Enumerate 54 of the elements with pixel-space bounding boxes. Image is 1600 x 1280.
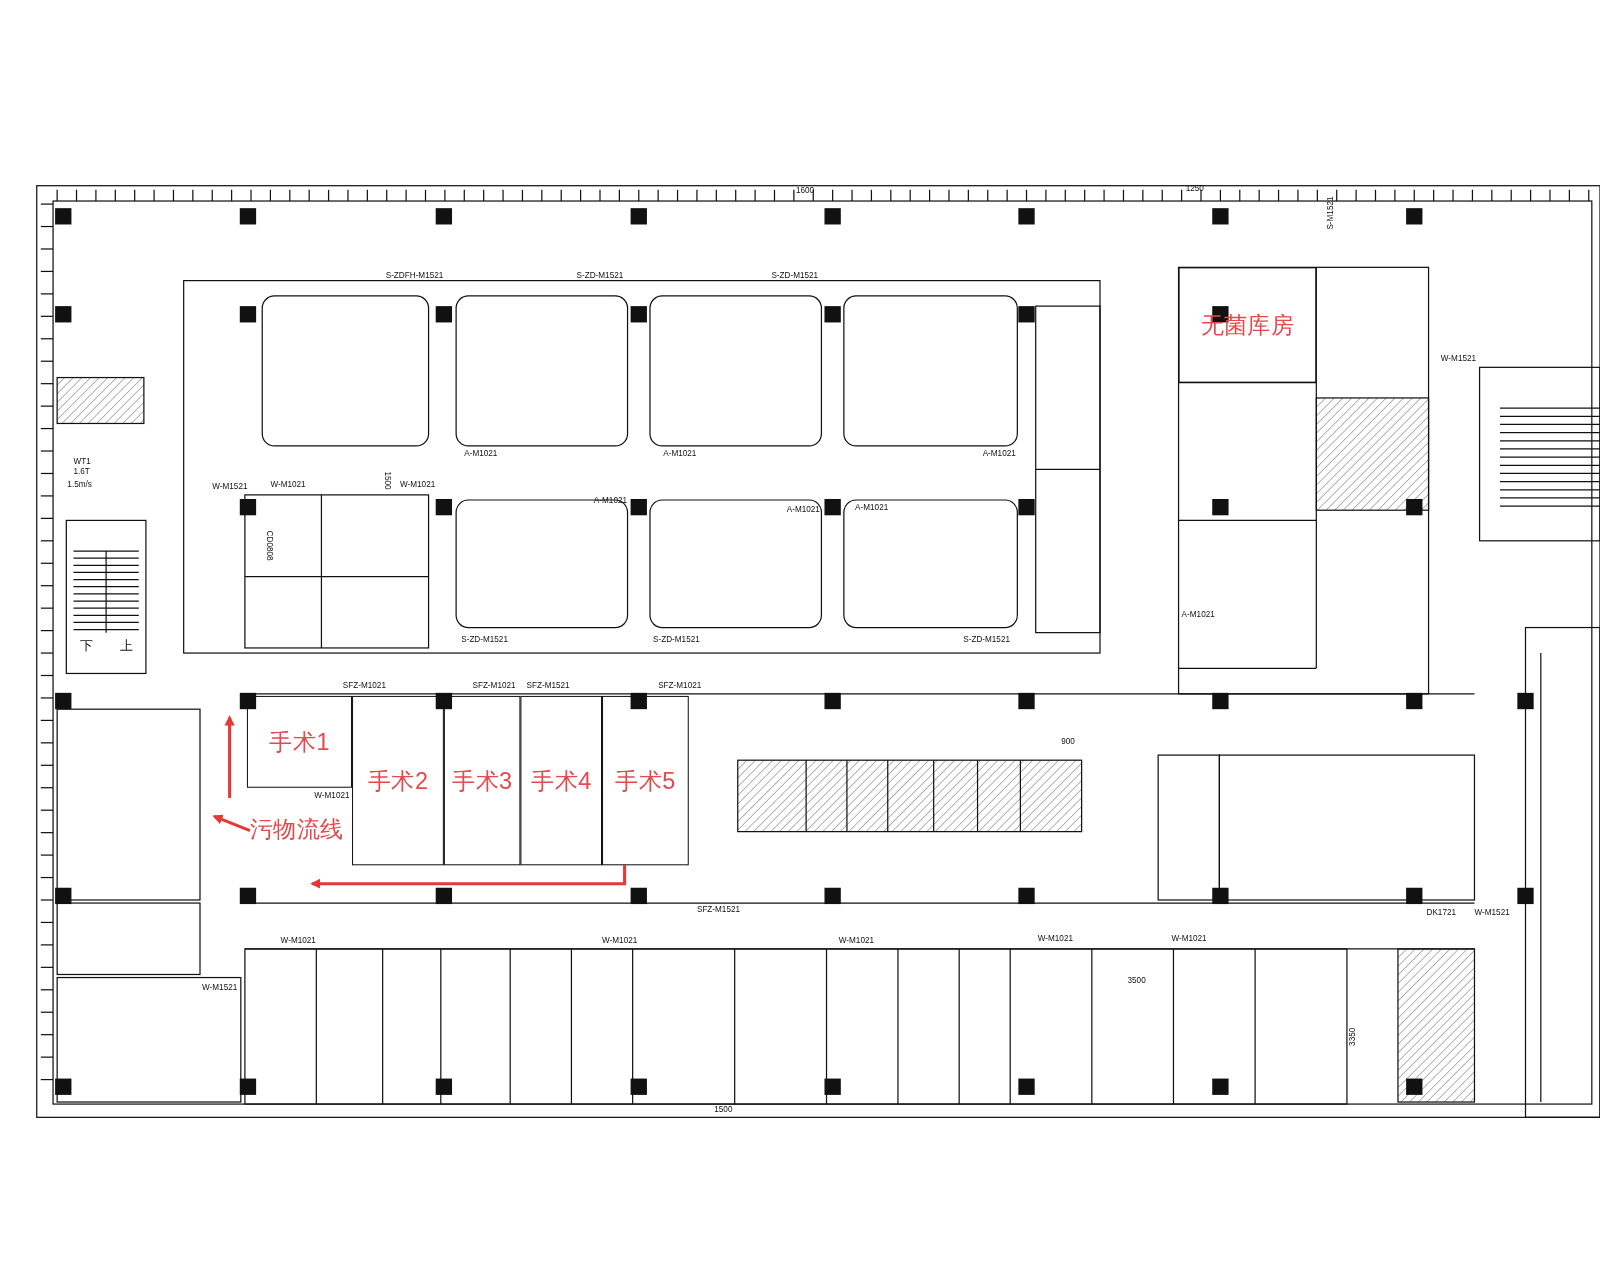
plan-label: W-M1021 [400, 480, 436, 489]
plan-label: W-M1021 [314, 791, 350, 800]
plan-label: A-M1021 [464, 450, 498, 459]
plan-label: W-M1021 [838, 936, 874, 945]
plan-label: W-M1021 [1171, 934, 1207, 943]
dimension-label: 3500 [1127, 976, 1146, 985]
room-label: 手术5 [615, 765, 676, 796]
plan-label: S-ZD-M1521 [576, 271, 624, 280]
plan-label: SFZ-M1021 [342, 681, 386, 690]
dimension-label: 1500 [382, 471, 391, 490]
plan-label: W-M1521 [212, 482, 248, 491]
flow-arrow [310, 865, 627, 889]
plan-label: A-M1021 [1181, 611, 1215, 620]
plan-label: W-M1021 [270, 480, 306, 489]
plan-label: S-ZD-M1521 [653, 635, 700, 644]
plan-label: S-ZDFH-M1521 [385, 271, 444, 280]
room-label: 手术3 [452, 765, 513, 796]
flow-arrow [212, 814, 251, 833]
plan-label: W-M1021 [602, 936, 638, 945]
flow-label: 污物流线 [250, 813, 344, 845]
plan-label: SFZ-M1521 [696, 906, 741, 915]
room-label: 手术2 [367, 765, 428, 796]
plan-label: 上 [120, 638, 134, 653]
plan-label: 1.6T [73, 468, 90, 477]
plan-label: W-M1521 [1474, 909, 1510, 918]
room-label: 手术1 [269, 727, 330, 757]
plan-label: SFZ-M1021 [472, 681, 516, 690]
plan-label: S-ZD-M1521 [771, 271, 819, 280]
plan-label: S-ZD-M1521 [461, 635, 508, 644]
plan-label: A-M1021 [786, 506, 820, 515]
plan-label: WT1 [73, 458, 91, 467]
plan-label: W-M1521 [202, 983, 238, 992]
dimension-label: 1500 [714, 1106, 733, 1115]
plan-label: S-ZD-M1521 [963, 635, 1010, 644]
dimension-label: 1600 [795, 186, 815, 195]
plan-label: SFZ-M1521 [526, 681, 570, 690]
plan-label: W-M1021 [280, 936, 316, 945]
plan-label: W-M1521 [1440, 355, 1477, 364]
room-label: 无菌库房 [1200, 310, 1295, 340]
dimension-label: 900 [1061, 737, 1075, 746]
plan-label: A-M1021 [593, 496, 627, 506]
plan-label: A-M1021 [855, 504, 889, 513]
plan-label: 下 [79, 638, 93, 653]
dimension-label: 1250 [1185, 184, 1204, 193]
plan-label: SFZ-M1021 [658, 681, 702, 690]
plan-label: A-M1021 [982, 450, 1016, 459]
plan-label: 1.5m/s [67, 480, 92, 489]
plan-label: A-M1021 [663, 450, 697, 459]
plan-label: W-M1021 [1037, 934, 1073, 943]
plan-label: S-M1521 [1326, 196, 1335, 230]
plan-label: DK1721 [1426, 909, 1457, 918]
room-label: 手术4 [531, 765, 592, 796]
dimension-label: 3350 [1348, 1027, 1358, 1046]
plan-label: CD0808 [265, 530, 274, 561]
